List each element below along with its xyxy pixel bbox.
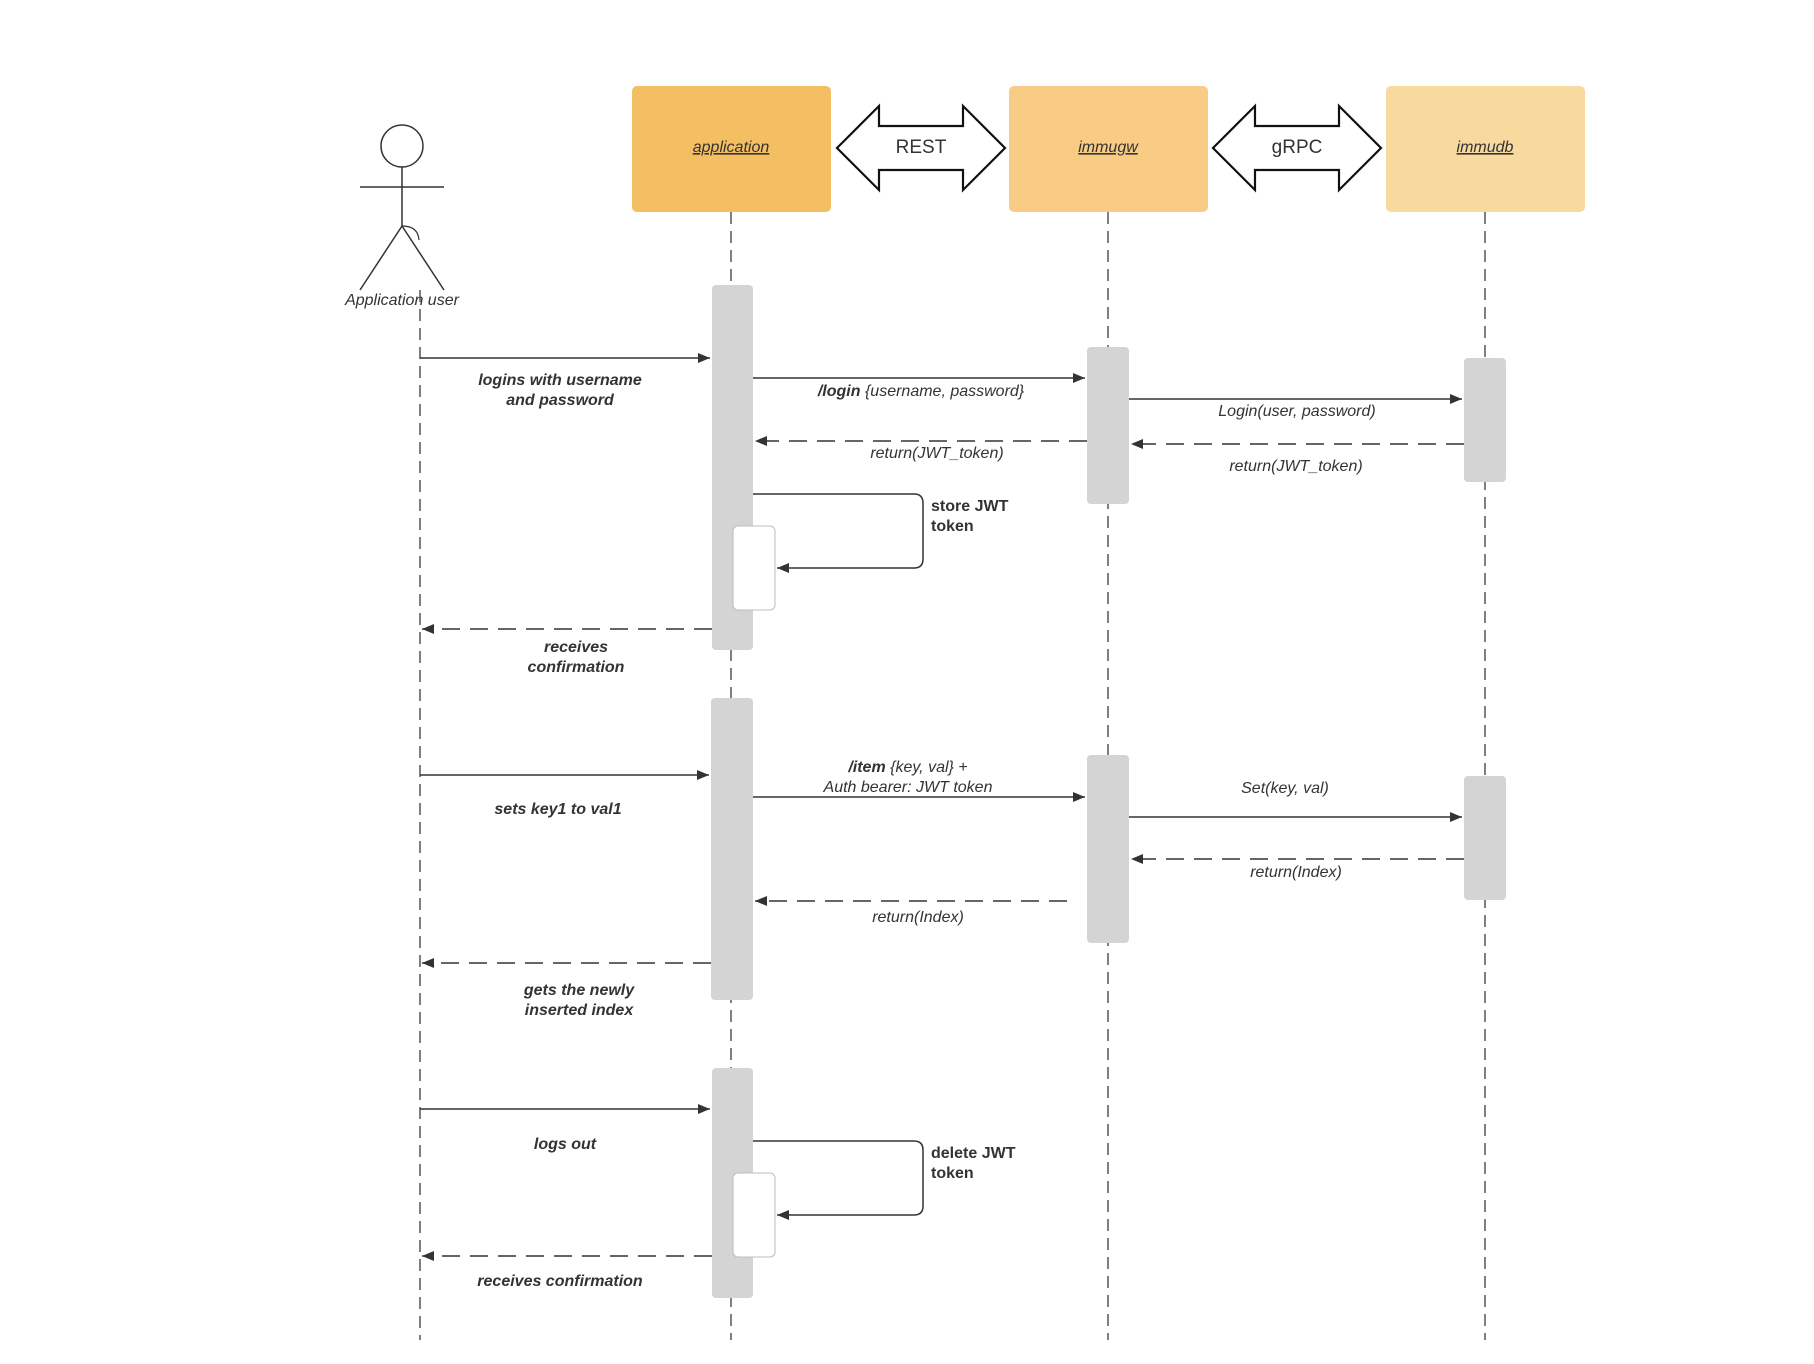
message-receives-confirmation-1: receives confirmation <box>422 624 712 676</box>
msg-label: Login(user, password) <box>1218 403 1375 420</box>
participant-immugw: immugw <box>1009 86 1208 212</box>
message-gets-index: gets the newly inserted index <box>422 958 711 1019</box>
message-return-jwt-gw: return(JWT_token) <box>755 436 1087 462</box>
svg-text:/login {username, password}: /login {username, password} <box>817 383 1025 400</box>
msg-label: receives confirmation <box>477 1273 643 1290</box>
message-return-index-db: return(Index) <box>1131 854 1464 881</box>
msg-label-line1: logins with username <box>478 372 642 389</box>
message-item-rest: /item {key, val} + Auth bearer: JWT toke… <box>753 759 1085 802</box>
participant-application: application <box>632 86 831 212</box>
msg-label-line1: delete JWT <box>931 1145 1016 1162</box>
msg-args: {key, val} + <box>886 759 968 776</box>
activation-immudb-2 <box>1464 776 1506 900</box>
message-login-rest: /login {username, password} <box>753 373 1085 400</box>
msg-label-line2: confirmation <box>528 659 625 676</box>
participant-label: immudb <box>1457 139 1514 156</box>
actor-application-user: Application user <box>344 124 460 309</box>
svg-text:/item {key, val} +: /item {key, val} + <box>847 759 967 776</box>
message-store-jwt-self: store JWT token <box>753 493 1009 573</box>
participant-immudb: immudb <box>1386 86 1585 212</box>
self-activation-store <box>732 525 776 611</box>
message-login-user: logins with username and password <box>420 353 710 409</box>
participant-label: application <box>693 139 770 156</box>
msg-label-line1: store JWT <box>931 498 1009 515</box>
activation-immugw-2 <box>1087 755 1129 943</box>
msg-label-line2: inserted index <box>525 1002 635 1019</box>
msg-label: Set(key, val) <box>1241 780 1329 797</box>
actor-label: Application user <box>344 292 460 309</box>
message-login-grpc: Login(user, password) <box>1129 394 1462 420</box>
msg-path: /login <box>817 383 861 400</box>
message-set-grpc: Set(key, val) <box>1129 780 1462 822</box>
message-return-index-gw: return(Index) <box>755 896 1067 926</box>
msg-label-line2: token <box>931 1165 974 1182</box>
msg-path: /item <box>847 759 885 776</box>
grpc-label: gRPC <box>1272 137 1323 158</box>
participant-label: immugw <box>1078 139 1139 156</box>
msg-label-line1: receives <box>544 639 608 656</box>
msg-label: sets key1 to val1 <box>494 801 621 818</box>
activation-immudb-1 <box>1464 358 1506 482</box>
message-return-jwt-db: return(JWT_token) <box>1131 439 1464 475</box>
msg-label: return(JWT_token) <box>870 445 1003 462</box>
grpc-double-arrow: gRPC <box>1211 103 1383 193</box>
message-receives-confirmation-2: receives confirmation <box>422 1251 712 1290</box>
msg-label: return(Index) <box>872 909 964 926</box>
msg-label-line1: gets the newly <box>523 982 635 999</box>
rest-double-arrow: REST <box>835 103 1007 193</box>
message-delete-jwt-self: delete JWT token <box>753 1140 1016 1220</box>
msg-label-line2: Auth bearer: JWT token <box>823 779 993 796</box>
message-sets-key: sets key1 to val1 <box>420 770 709 818</box>
activation-immugw-1 <box>1087 347 1129 504</box>
msg-args: {username, password} <box>861 383 1025 400</box>
msg-label: return(Index) <box>1250 864 1342 881</box>
rest-label: REST <box>896 137 947 158</box>
msg-label: logs out <box>534 1136 597 1153</box>
message-logs-out: logs out <box>420 1104 710 1153</box>
msg-label-line2: token <box>931 518 974 535</box>
activation-application-2 <box>711 698 753 1000</box>
msg-label: return(JWT_token) <box>1229 458 1362 475</box>
self-activation-delete <box>732 1172 776 1258</box>
msg-label-line2: and password <box>506 392 615 409</box>
